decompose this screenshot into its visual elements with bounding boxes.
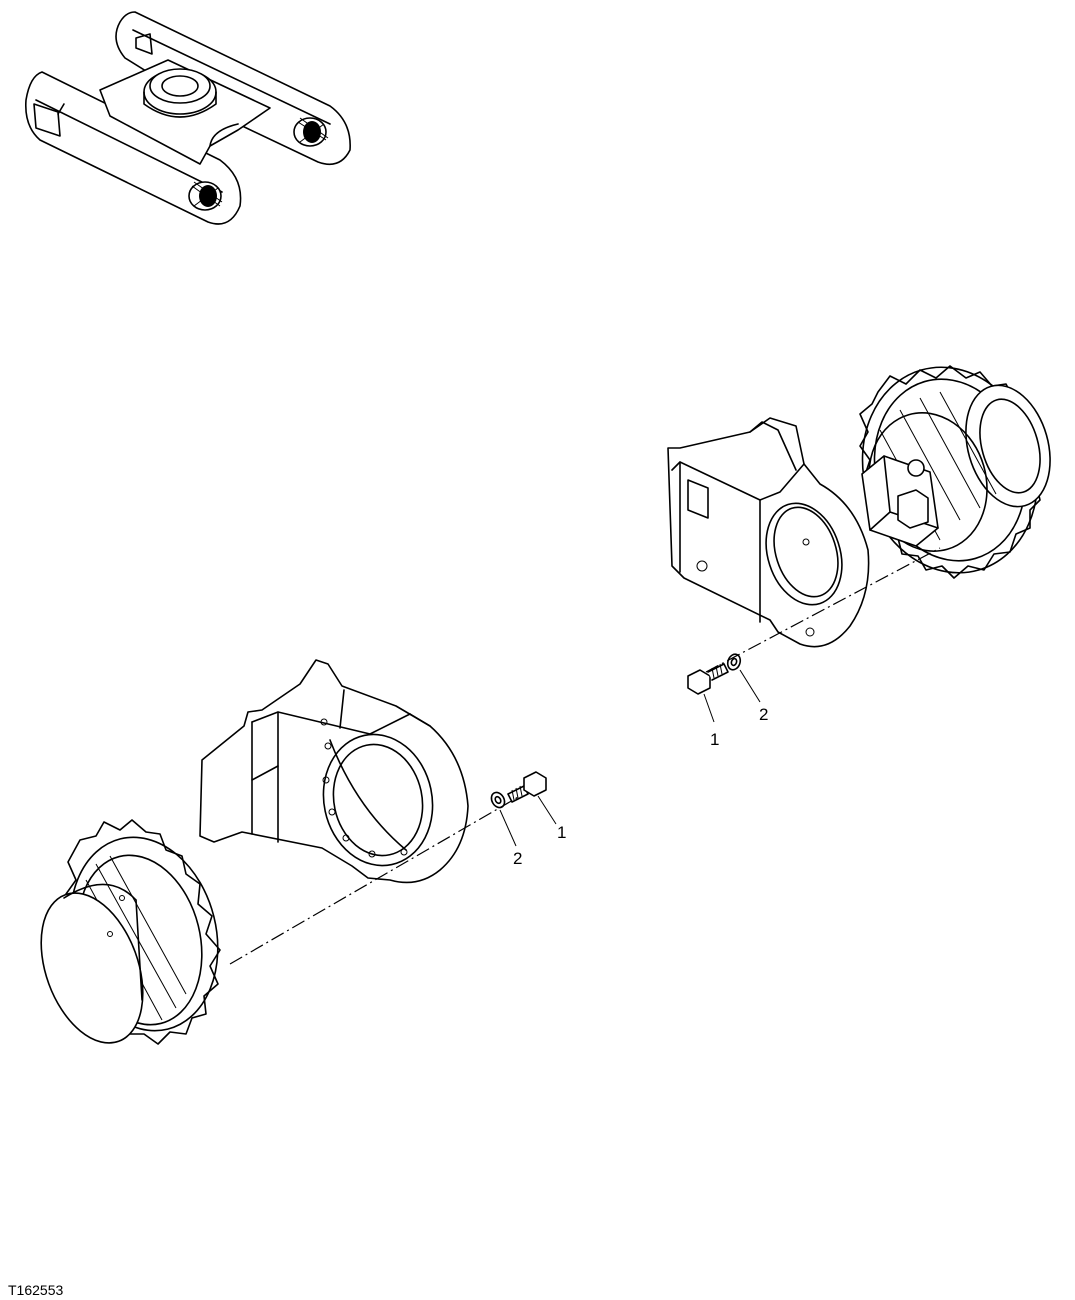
- right-assembly: [667, 365, 1051, 648]
- callout-2-left: 2: [513, 849, 523, 868]
- callout-1-left: 1: [557, 823, 567, 842]
- figure-id: T162553: [8, 1282, 64, 1298]
- left-assembly: [40, 659, 469, 1045]
- track-frame-overview: [24, 11, 351, 225]
- callout-2-right: 2: [759, 705, 769, 724]
- right-sprocket-icon: [859, 365, 1051, 579]
- callout-1-right: 1: [710, 730, 720, 749]
- left-sprocket-icon: [40, 819, 221, 1045]
- right-hardware: [687, 653, 761, 723]
- overview-sprocket-front-icon: [188, 181, 223, 211]
- overview-sprocket-rear-icon: [293, 117, 329, 147]
- left-hardware: [490, 771, 557, 847]
